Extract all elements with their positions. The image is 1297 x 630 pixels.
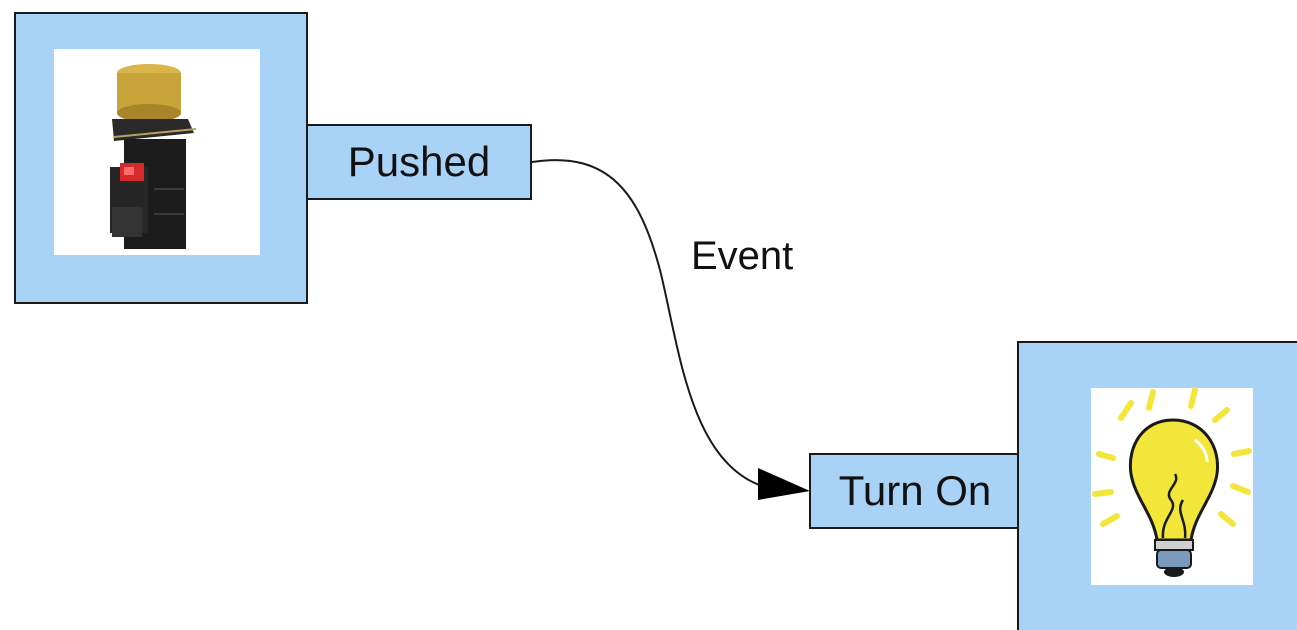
push-button-icon (110, 64, 197, 249)
light-bulb-icon (1092, 387, 1252, 577)
port-turn-on-label: Turn On (838, 467, 992, 514)
target-node (1017, 341, 1297, 630)
source-node (14, 12, 308, 304)
port-pushed: Pushed (306, 124, 532, 200)
light-bulb-image (1091, 387, 1253, 585)
port-pushed-label: Pushed (347, 138, 491, 185)
event-curve (531, 159, 773, 490)
push-button-image (54, 49, 260, 255)
edge-label-event: Event (691, 234, 794, 278)
event-arrowhead (758, 468, 810, 500)
port-turn-on: Turn On (809, 453, 1021, 529)
